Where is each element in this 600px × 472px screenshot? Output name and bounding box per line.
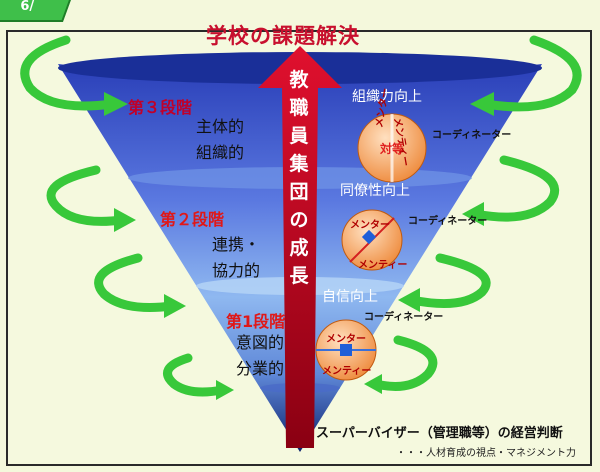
cycle-arrow-low-right <box>371 335 438 391</box>
arrow-char: 長 <box>289 265 309 287</box>
stage1-desc-line: 分業的 <box>236 359 285 378</box>
footer-main: スーパーバイザー（管理職等）の経営判断 <box>316 426 563 441</box>
arrow-char: 団 <box>289 181 309 203</box>
cycle-arrow-top-left <box>20 35 117 111</box>
arrow-char: 教 <box>289 69 309 91</box>
central-arrow-label: 教 職 員 集 団 の 成 長 <box>284 66 314 290</box>
stage1-desc-line: 意図的 <box>236 333 285 352</box>
stage1-coordinator: コーディネーター <box>364 312 444 323</box>
stage2-description: 連携・ 協力的 <box>212 232 260 284</box>
cycle-arrow-top-right <box>481 35 582 112</box>
stage1-rise-label: 自信向上 <box>322 289 378 305</box>
stage3-desc-line: 主体的 <box>196 117 245 136</box>
footer-sub: ・・・人材育成の視点・マネジメント力 <box>396 448 576 459</box>
cycle-arrows <box>20 35 582 397</box>
arrow-char: の <box>289 209 309 231</box>
stage3-description: 主体的 組織的 <box>196 114 244 166</box>
arrow-char: 集 <box>289 153 309 175</box>
stage1-mentee: メンティー <box>322 366 372 377</box>
cycle-arrow-mid2-left <box>94 253 177 312</box>
stage3-coordinator: コーディネーター <box>432 130 512 141</box>
arrow-char: 成 <box>289 237 309 259</box>
cycle-arrow-low-left <box>163 353 227 397</box>
stage3-label: 第３段階 <box>128 98 193 117</box>
cycle-arrow-mid1-right <box>471 155 560 222</box>
cycle-arrowheads <box>104 92 494 400</box>
stage3-desc-line: 組織的 <box>196 143 245 162</box>
stage2-mentor: メンター <box>350 220 390 231</box>
central-arrow <box>258 46 342 448</box>
circle-stage1 <box>315 319 377 381</box>
stage2-coordinator: コーディネーター <box>408 216 488 227</box>
diagram-title: 学校の課題解決 <box>206 24 360 48</box>
cycle-arrow-mid2-right <box>407 253 491 309</box>
stage3-relation: 対等 <box>380 142 405 156</box>
circle-stage3 <box>357 113 427 183</box>
stage1-description: 意図的 分業的 <box>236 330 284 382</box>
stage2-desc-line: 協力的 <box>212 261 261 280</box>
stage1-mentor: メンター <box>326 334 366 345</box>
cycle-arrow-mid1-left <box>46 165 127 226</box>
stage2-rise-label: 同僚性向上 <box>340 183 410 199</box>
stage2-desc-line: 連携・ <box>212 235 261 254</box>
arrow-char: 職 <box>289 97 309 119</box>
circle-stage2 <box>341 209 403 271</box>
stage3-rise-label: 組織力向上 <box>352 89 422 105</box>
stage2-mentee: メンティー <box>358 260 408 271</box>
stage1-label: 第1段階 <box>226 312 286 331</box>
stage2-label: 第２段階 <box>160 210 225 229</box>
arrow-char: 員 <box>289 125 309 147</box>
